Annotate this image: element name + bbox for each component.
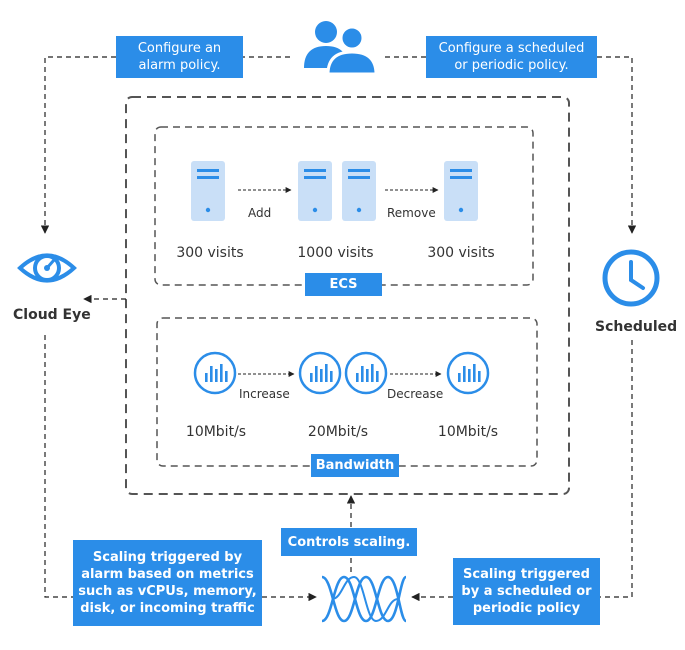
- clock-to-scaling-line: [600, 340, 633, 598]
- add-label: Add: [248, 206, 272, 220]
- scheduled-policy-callout: Configure a scheduled or periodic policy…: [426, 36, 597, 78]
- bandwidth-caption-scaled: 20Mbit/s: [307, 424, 369, 440]
- bandwidth-icon: [344, 351, 388, 395]
- users-icon: [304, 21, 378, 74]
- ecs-caption-before: 300 visits: [176, 245, 244, 261]
- server-icon: [191, 161, 225, 221]
- bandwidth-caption-before: 10Mbit/s: [185, 424, 247, 440]
- bandwidth-icon: [446, 351, 490, 395]
- cloud-eye-to-scaling-line: [44, 335, 73, 598]
- decrease-label: Decrease: [387, 387, 444, 401]
- alarm-policy-connector: [40, 56, 116, 234]
- scheduled-policy-connector: [597, 56, 637, 234]
- remove-label: Remove: [387, 206, 436, 220]
- cloud-eye-label: Cloud Eye: [13, 307, 91, 323]
- server-icon: [298, 161, 332, 221]
- alarm-policy-callout: Configure an alarm policy.: [116, 36, 243, 78]
- alarm-trigger-callout: Scaling triggered by alarm based on metr…: [73, 540, 262, 626]
- ecs-label: ECS: [305, 273, 382, 296]
- scheduled-trigger-callout: Scaling triggered by a scheduled or peri…: [453, 558, 600, 625]
- bandwidth-box: [156, 317, 538, 467]
- clock-icon: [602, 249, 660, 307]
- bandwidth-caption-after: 10Mbit/s: [437, 424, 499, 440]
- controls-scaling-callout: Controls scaling.: [281, 528, 417, 556]
- server-icon: [342, 161, 376, 221]
- bandwidth-icon: [298, 351, 342, 395]
- scaling-group-box: [125, 96, 570, 495]
- ecs-caption-scaled: 1000 visits: [297, 245, 374, 261]
- bandwidth-label: Bandwidth: [311, 454, 399, 477]
- scheduled-label: Scheduled: [595, 319, 678, 335]
- eye-icon: [17, 253, 77, 283]
- dna-wave-icon: [321, 575, 408, 623]
- ecs-caption-after: 300 visits: [427, 245, 495, 261]
- bandwidth-icon: [193, 351, 237, 395]
- server-icon: [444, 161, 478, 221]
- increase-label: Increase: [239, 387, 290, 401]
